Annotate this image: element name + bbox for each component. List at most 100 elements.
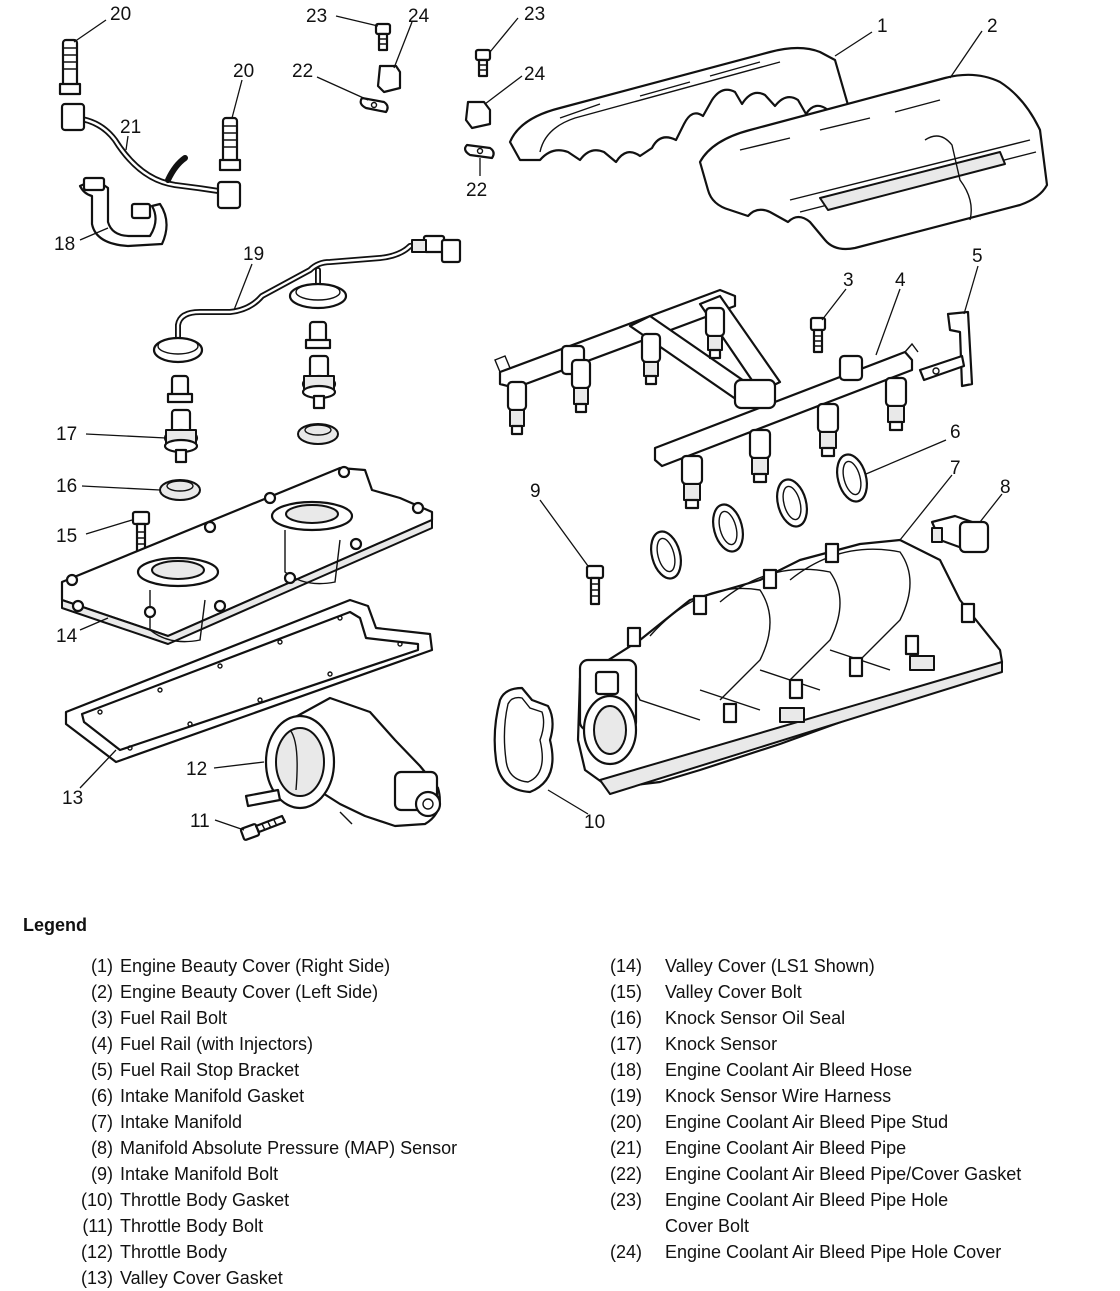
engine-coolant-air-bleed-pipe-stud-b	[218, 116, 242, 172]
legend-item-number: (15)	[610, 982, 643, 1002]
legend-item-number: (9)	[91, 1164, 113, 1184]
legend-item-text: Manifold Absolute Pressure (MAP) Sensor	[120, 1138, 458, 1158]
legend-item-number: (11)	[82, 1216, 113, 1236]
knock-sensor-wire-harness	[152, 234, 462, 364]
legend-item: (13)Valley Cover Gasket	[60, 1265, 580, 1291]
legend-item: (11) Throttle Body Bolt	[60, 1213, 580, 1239]
legend-item-number: (12)	[80, 1242, 113, 1262]
callout-22-b: 22	[466, 180, 487, 201]
throttle-body-bolt	[239, 814, 287, 841]
fuel-injector-8	[884, 376, 908, 432]
air-bleed-pipe-hole-cover-a	[376, 64, 402, 94]
legend-item-text: Valley Cover (LS1 Shown)	[665, 956, 875, 976]
legend-item: (17) Knock Sensor	[610, 1031, 1110, 1057]
legend-item-text: Knock Sensor Oil Seal	[665, 1008, 846, 1028]
engine-coolant-air-bleed-pipe-stud-a	[58, 38, 82, 96]
callout-12: 12	[186, 759, 207, 780]
legend: Legend (1) Engine Beauty Cover (Right Sid…	[0, 905, 1120, 1288]
legend-title: Legend	[23, 915, 88, 935]
legend-item-number: (8)	[91, 1138, 113, 1158]
legend-item-text: Throttle Body Gasket	[120, 1190, 290, 1210]
throttle-body-gasket	[493, 686, 554, 794]
map-sensor	[930, 514, 990, 554]
callout-16: 16	[56, 476, 77, 497]
callout-23-a: 23	[306, 6, 327, 27]
callout-6: 6	[950, 422, 961, 443]
intake-manifold-gasket-3	[776, 478, 808, 528]
legend-item-text: Engine Beauty Cover (Right Side)	[120, 956, 391, 976]
fuel-rail-stop-bracket	[918, 310, 974, 388]
callout-22-a: 22	[292, 61, 313, 82]
callout-3: 3	[843, 270, 854, 291]
legend-item-text: Fuel Rail (with Injectors)	[120, 1034, 314, 1054]
knock-sensor-a	[163, 408, 199, 464]
fuel-injector-3	[640, 332, 662, 386]
air-bleed-pipe-cover-gasket-a	[359, 96, 389, 114]
knock-sensor-oil-seal-b	[297, 423, 339, 445]
callout-23-b: 23	[524, 4, 545, 25]
fuel-injector-6	[748, 428, 772, 484]
legend-item: (22)Engine Coolant Air Bleed Pipe/Cover …	[610, 1161, 1110, 1187]
callout-18: 18	[54, 234, 75, 255]
legend-item: (10)Throttle Body Gasket	[60, 1187, 580, 1213]
legend-item: (23)Engine Coolant Air Bleed Pipe Hole C…	[610, 1187, 1110, 1239]
legend-item: (12)Throttle Body	[60, 1239, 580, 1265]
engine-coolant-air-bleed-pipe	[60, 102, 242, 210]
legend-item-text: Intake Manifold	[120, 1112, 243, 1132]
legend-item-text: Engine Coolant Air Bleed Pipe	[665, 1138, 907, 1158]
fuel-injector-1	[506, 380, 528, 436]
legend-item-number: (7)	[91, 1112, 113, 1132]
legend-item-text: Intake Manifold Gasket	[120, 1086, 305, 1106]
engine-coolant-air-bleed-hose	[78, 176, 168, 248]
callout-14: 14	[56, 626, 78, 647]
legend-item: (3)Fuel Rail Bolt	[60, 1005, 580, 1031]
callout-15: 15	[56, 526, 77, 547]
legend-item: (8) Manifold Absolute Pressure (MAP) Sens…	[60, 1135, 580, 1161]
legend-item-number: (1)	[91, 956, 113, 976]
legend-item-number: (24)	[610, 1242, 643, 1262]
legend-item-number: (17)	[610, 1034, 643, 1054]
exploded-parts-diagram: 20 23 24 22 20 21 18 23 24 22 1 2 19 3 4…	[54, 4, 1049, 841]
legend-item-number: (20)	[610, 1112, 643, 1132]
legend-item-text: Valley Cover Gasket	[120, 1268, 283, 1288]
legend-item: (21)Engine Coolant Air Bleed Pipe	[610, 1135, 1110, 1161]
legend-item-number: (22)	[610, 1164, 643, 1184]
legend-item-text: Throttle Body Bolt	[120, 1216, 264, 1236]
air-bleed-pipe-cover-gasket-b	[463, 143, 495, 160]
legend-item-number: (6)	[91, 1086, 113, 1106]
callout-21: 21	[120, 117, 141, 138]
callout-24-b: 24	[524, 64, 546, 85]
callout-7: 7	[950, 458, 961, 479]
callout-11: 11	[190, 811, 210, 832]
legend-item-text: Knock Sensor	[665, 1034, 778, 1054]
legend-item: (20) Engine Coolant Air Bleed Pipe Stud	[610, 1109, 1110, 1135]
legend-item-text: Fuel Rail Bolt	[120, 1008, 228, 1028]
fuel-injector-7	[816, 402, 840, 458]
fuel-injector-2	[570, 358, 592, 414]
legend-item-text: Engine Beauty Cover (Left Side)	[120, 982, 379, 1002]
callout-8: 8	[1000, 477, 1011, 498]
legend-item-text: Engine Coolant Air Bleed Pipe Hole Cover…	[665, 1190, 949, 1236]
callout-labels: 20 23 24 22 20 21 18 23 24 22 1 2 19 3 4…	[54, 4, 1011, 833]
intake-manifold	[576, 538, 1004, 795]
callout-5: 5	[972, 246, 983, 267]
legend-item: (6) Intake Manifold Gasket	[60, 1083, 580, 1109]
callout-20-b: 20	[233, 61, 254, 82]
callout-20-a: 20	[110, 4, 131, 25]
fuel-rail-bolt	[809, 316, 827, 354]
legend-item-text: Engine Coolant Air Bleed Pipe Stud	[665, 1112, 949, 1132]
legend-item: (19)Knock Sensor Wire Harness	[610, 1083, 1110, 1109]
legend-item: (15) Valley Cover Bolt	[610, 979, 1110, 1005]
engine-beauty-cover-right	[508, 46, 850, 164]
legend-item: (9)Intake Manifold Bolt	[60, 1161, 580, 1187]
fuel-rail	[494, 288, 919, 468]
valley-cover-gasket	[64, 598, 434, 764]
knock-sensor-connector-a	[166, 374, 194, 404]
legend-item-text: Engine Coolant Air Bleed Hose	[665, 1060, 913, 1080]
intake-manifold-bolt	[585, 564, 605, 606]
legend-item-text: Valley Cover Bolt	[665, 982, 802, 1002]
callout-2: 2	[987, 16, 998, 37]
legend-item: (7) Intake Manifold	[60, 1109, 580, 1135]
legend-item-text: Engine Coolant Air Bleed Pipe Hole Cover	[665, 1242, 1002, 1262]
valley-cover	[60, 465, 434, 645]
